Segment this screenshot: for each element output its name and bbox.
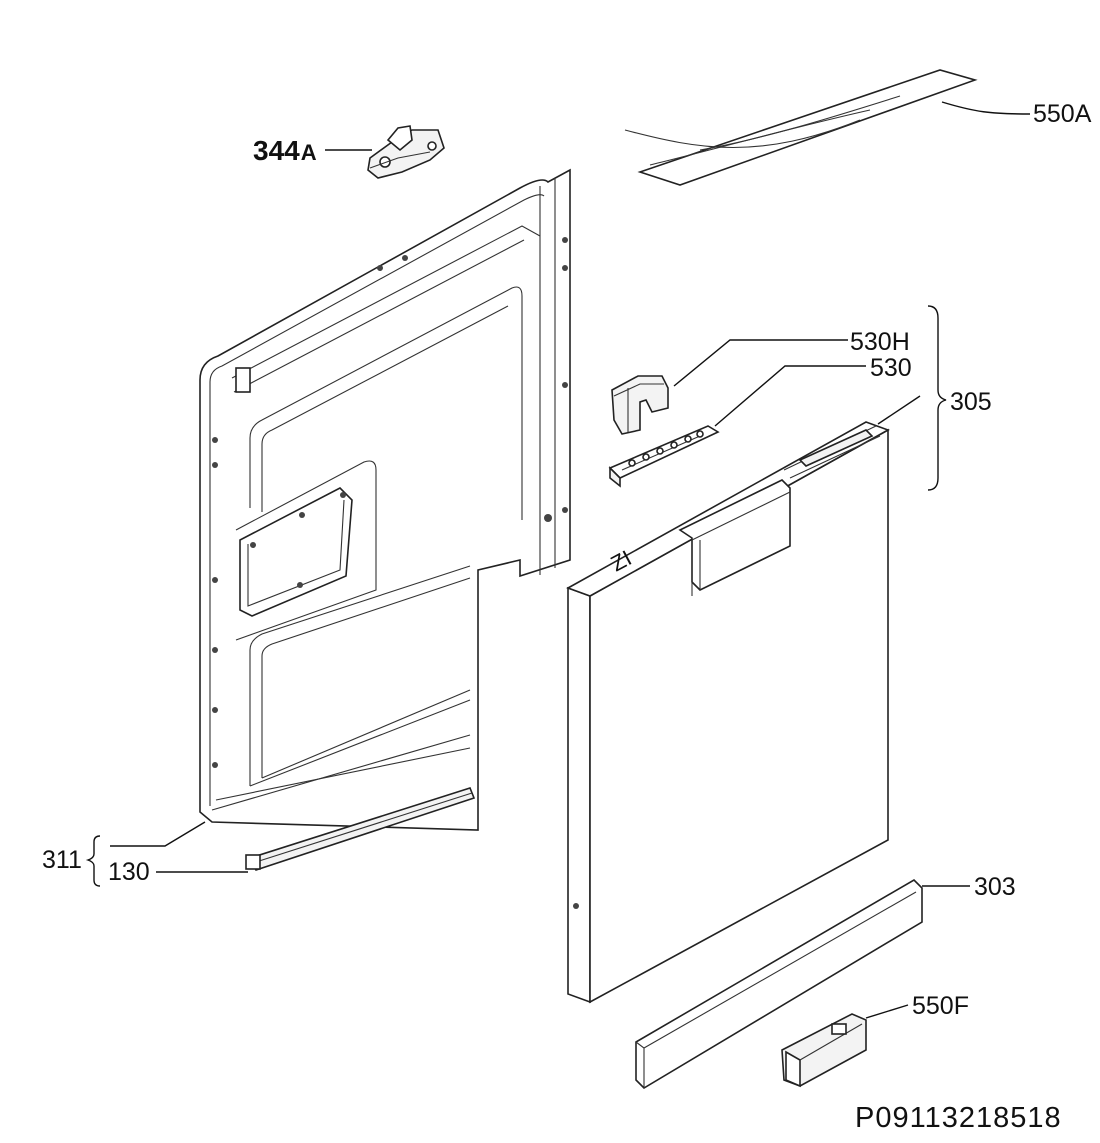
label-311: 311	[42, 846, 82, 874]
label-550f: 550F	[912, 992, 969, 1020]
label-305: 305	[950, 388, 992, 416]
label-344a: 344A	[253, 135, 317, 166]
part-labels: 344A 550A 530H 530 305 311 130 303 550F …	[42, 100, 1092, 1134]
leader-550a	[941, 101, 1031, 115]
part-344a-bracket	[367, 125, 445, 179]
part-550a-film	[624, 69, 978, 186]
part-530h-clip	[611, 375, 669, 435]
brace-305	[927, 305, 947, 491]
leader-311	[110, 821, 206, 847]
part-530-button-strip	[608, 425, 720, 488]
label-130: 130	[108, 858, 150, 886]
leader-530h	[673, 339, 848, 387]
part-130-seal-strip	[245, 787, 476, 871]
part-303-kick-plate	[635, 878, 923, 1090]
label-303: 303	[974, 873, 1016, 901]
label-530h: 530H	[850, 328, 910, 356]
brace-311	[85, 835, 101, 887]
label-530: 530	[870, 354, 912, 382]
leader-lines	[85, 101, 1031, 1019]
drawing-code: P09113218518	[855, 1102, 1062, 1134]
label-550a: 550A	[1033, 100, 1092, 128]
part-inner-door-liner	[199, 168, 571, 831]
part-550f-end-cap	[781, 1013, 867, 1088]
leader-305	[877, 395, 921, 425]
part-305-outer-door: ZI	[566, 421, 890, 1004]
leader-530	[714, 365, 866, 427]
leader-550f	[865, 1004, 909, 1019]
